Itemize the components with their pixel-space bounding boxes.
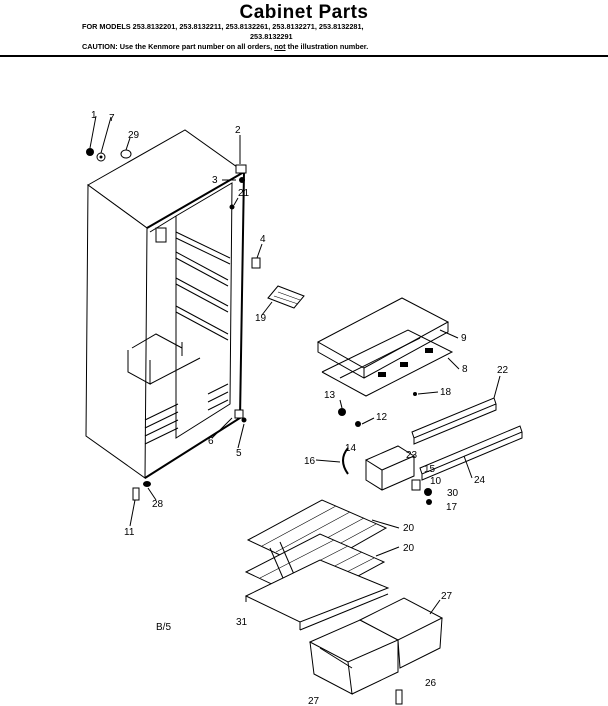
drawer-rails <box>411 392 523 481</box>
callout-23: 23 <box>406 450 418 461</box>
leader-lines <box>129 135 501 615</box>
callout-2: 2 <box>235 125 241 136</box>
callout-17: 17 <box>446 502 458 513</box>
callout-29: 29 <box>128 130 140 141</box>
callout-11: 11 <box>124 527 135 538</box>
crisper-drawers <box>308 597 444 705</box>
callout-16: 16 <box>304 456 316 467</box>
callout-1: 1 <box>91 110 97 121</box>
top-hardware <box>86 115 132 162</box>
models-list: FOR MODELS 253.8132201, 253.8132211, 253… <box>82 22 542 41</box>
callout-5: 5 <box>236 448 242 459</box>
callout-26: 26 <box>425 678 437 689</box>
caution-note: CAUTION: Use the Kenmore part number on … <box>82 42 368 51</box>
callout-18: 18 <box>440 387 452 398</box>
meat-keeper-bracket <box>338 408 432 505</box>
callout-24: 24 <box>474 475 486 486</box>
crisper-shelf-frame <box>244 559 390 631</box>
part-19-control <box>267 285 305 309</box>
callout-3: 3 <box>212 175 218 186</box>
callout-10: 10 <box>430 476 442 487</box>
callout-14: 14 <box>345 443 357 454</box>
callout-28: 28 <box>152 499 164 510</box>
callout-20b: 20 <box>403 543 415 554</box>
callout-15: 15 <box>424 464 436 475</box>
callout-19: 19 <box>255 313 267 324</box>
callout-9: 9 <box>461 333 467 344</box>
caution-prefix: CAUTION: Use the Kenmore part number on … <box>82 42 273 51</box>
callout-4: 4 <box>260 234 266 245</box>
page-title: Cabinet Parts <box>239 2 369 23</box>
caution-not: not <box>274 42 286 51</box>
callout-30: 30 <box>447 488 459 499</box>
models-line-1: FOR MODELS 253.8132201, 253.8132211, 253… <box>82 22 364 31</box>
callout-21: 21 <box>238 188 250 199</box>
callout-labels: 1 7 29 2 3 21 4 19 9 8 22 18 13 12 6 5 1… <box>91 110 509 706</box>
callout-7: 7 <box>109 113 115 124</box>
leveling-legs <box>132 481 151 501</box>
callout-8: 8 <box>462 364 468 375</box>
callout-22: 22 <box>497 365 509 376</box>
callout-27b: 27 <box>308 696 320 706</box>
crisper-cover-assembly <box>316 297 454 397</box>
callout-20a: 20 <box>403 523 415 534</box>
callout-13: 13 <box>324 390 336 401</box>
caution-suffix: the illustration number. <box>287 42 369 51</box>
callout-6: 6 <box>208 436 214 447</box>
callout-31: 31 <box>236 617 248 628</box>
models-line-2: 253.8132291 <box>250 31 293 41</box>
cabinet-body <box>85 129 261 479</box>
callout-27a: 27 <box>441 591 453 602</box>
page-code: B/5 <box>156 622 171 633</box>
header-rule <box>0 55 608 57</box>
callout-12: 12 <box>376 412 388 423</box>
